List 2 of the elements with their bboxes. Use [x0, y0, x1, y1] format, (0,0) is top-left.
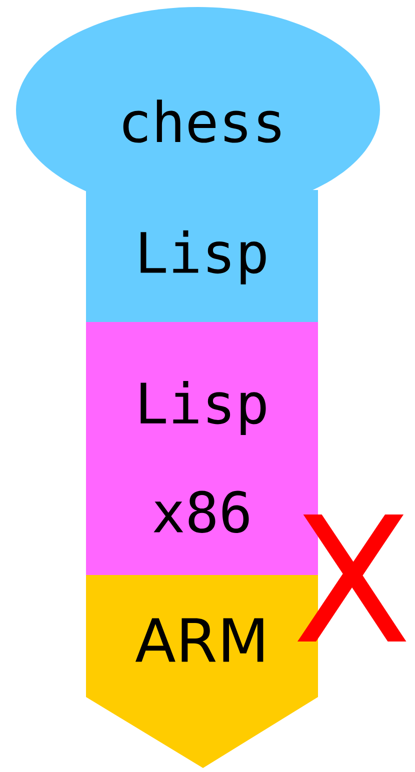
node-label: chess — [123, 100, 280, 143]
node-label: Lisp — [140, 230, 266, 284]
